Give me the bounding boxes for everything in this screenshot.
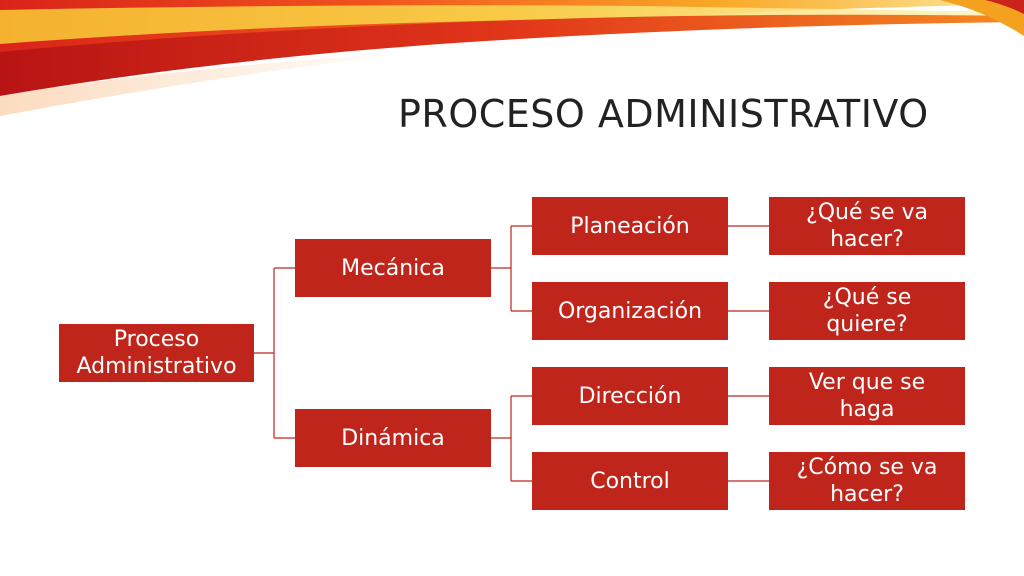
detail-node-direccion: Ver que se haga <box>769 367 965 425</box>
branch-node-label: Dinámica <box>341 425 445 451</box>
detail-node-label: ¿Qué se quiere? <box>822 285 912 337</box>
decorative-swoosh <box>0 0 1024 116</box>
child-node-label: Organización <box>557 298 703 324</box>
branch-node-label: Mecánica <box>341 255 445 281</box>
child-node-label: Planeación <box>570 213 690 239</box>
detail-node-planeacion: ¿Qué se va hacer? <box>769 197 965 255</box>
detail-node-label: ¿Qué se va hacer? <box>806 200 928 252</box>
root-node: Proceso Administrativo <box>59 324 254 382</box>
detail-node-label: ¿Cómo se va hacer? <box>796 455 938 507</box>
child-node-label: Control <box>590 468 670 494</box>
slide-title: PROCESO ADMINISTRATIVO <box>398 92 929 136</box>
detail-node-control: ¿Cómo se va hacer? <box>769 452 965 510</box>
child-node-planeacion: Planeación <box>532 197 728 255</box>
child-node-control: Control <box>532 452 728 510</box>
detail-node-label: Ver que se haga <box>808 370 926 422</box>
child-node-direccion: Dirección <box>532 367 728 425</box>
root-node-label: Proceso Administrativo <box>76 327 237 379</box>
branch-node-mecanica: Mecánica <box>295 239 491 297</box>
detail-node-organizacion: ¿Qué se quiere? <box>769 282 965 340</box>
child-node-organizacion: Organización <box>532 282 728 340</box>
child-node-label: Dirección <box>578 383 682 409</box>
branch-node-dinamica: Dinámica <box>295 409 491 467</box>
